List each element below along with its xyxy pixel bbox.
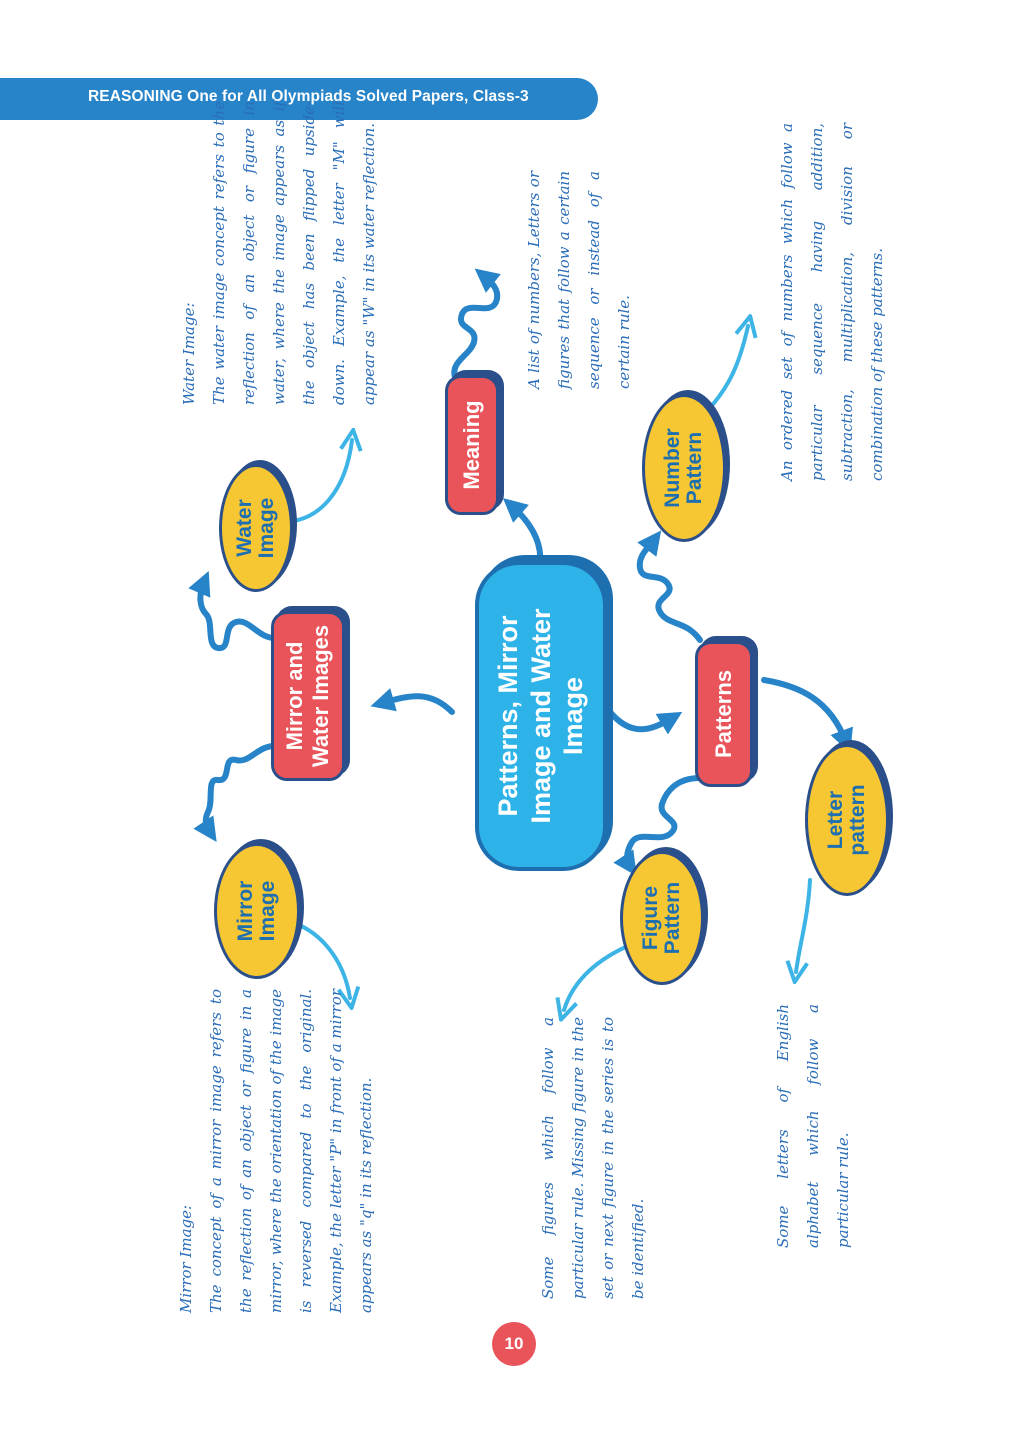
patterns-label: Patterns: [711, 669, 737, 759]
meaning-note-text: A list of numbers, Letters or figures th…: [525, 171, 633, 389]
figure-pattern-note-text: Some figures which follow a particular r…: [539, 1017, 647, 1299]
number-pattern-note: An ordered set of numbers which follow a…: [772, 123, 924, 481]
arrow-patterns-to-number-pattern: [636, 530, 703, 643]
arrow-letter-pattern-to-note: [796, 878, 812, 972]
letter-pattern-note-text: Some letters of English alphabet which f…: [774, 1004, 852, 1248]
arrow-patterns-to-figure-pattern: [613, 775, 703, 876]
mirror-image-ellipse: Mirror Image: [214, 843, 300, 979]
page-number: 10: [492, 1322, 536, 1366]
mirror-image-label: Mirror Image: [233, 880, 279, 942]
central-topic: Patterns, Mirror Image and Water Image: [475, 561, 607, 871]
letter-pattern-label: Letter pattern: [823, 784, 869, 856]
patterns-box: Patterns: [695, 641, 753, 787]
number-pattern-ellipse: Number Pattern: [642, 394, 726, 542]
mirror-water-images-label: Mirror and Water Images: [282, 624, 333, 768]
central-topic-label: Patterns, Mirror Image and Water Image: [493, 608, 589, 824]
water-image-ellipse: Water Image: [219, 464, 293, 592]
arrow-meaning-to-note: [451, 268, 501, 383]
page-number-label: 10: [504, 1334, 524, 1353]
water-image-label: Water Image: [232, 497, 278, 559]
meaning-label: Meaning: [459, 400, 485, 490]
figure-pattern-note: Some figures which follow a particular r…: [533, 1017, 675, 1299]
arrow-central-to-mirror-water: [370, 688, 455, 715]
mirror-image-note-title: Mirror Image:: [177, 1204, 195, 1313]
header-bar: REASONING One for All Olympiads Solved P…: [0, 78, 598, 120]
arrow-water-image-to-note: [280, 440, 352, 524]
letter-pattern-ellipse: Letter pattern: [805, 744, 889, 896]
figure-pattern-label: Figure Pattern: [638, 881, 684, 955]
letter-pattern-note: Some letters of English alphabet which f…: [768, 1004, 888, 1248]
arrow-patterns-to-letter-pattern: [761, 677, 853, 754]
water-image-note-text: The water image concept refers to the re…: [210, 101, 378, 405]
number-pattern-note-text: An ordered set of numbers which follow a…: [778, 123, 886, 481]
mirror-image-note-text: The concept of a mirror image refers to …: [207, 989, 375, 1313]
mirror-water-images-box: Mirror and Water Images: [271, 611, 345, 781]
arrow-mirror-water-to-water-image: [188, 570, 281, 651]
figure-pattern-ellipse: Figure Pattern: [620, 851, 704, 985]
arrow-central-to-patterns: [607, 709, 683, 735]
arrow-central-to-meaning: [502, 498, 544, 565]
mirror-image-note: Mirror Image: The concept of a mirror im…: [171, 989, 451, 1313]
number-pattern-label: Number Pattern: [660, 428, 706, 508]
water-image-note-title: Water Image:: [180, 302, 198, 405]
meaning-box: Meaning: [445, 375, 499, 515]
arrow-figure-pattern-to-note: [564, 942, 634, 1010]
arrow-number-pattern-to-note: [706, 326, 748, 412]
meaning-note: A list of numbers, Letters or figures th…: [519, 171, 649, 389]
water-image-note: Water Image: The water image concept ref…: [174, 101, 414, 405]
header-title: REASONING One for All Olympiads Solved P…: [88, 88, 529, 105]
arrow-mirror-water-to-mirror-image: [193, 742, 281, 842]
